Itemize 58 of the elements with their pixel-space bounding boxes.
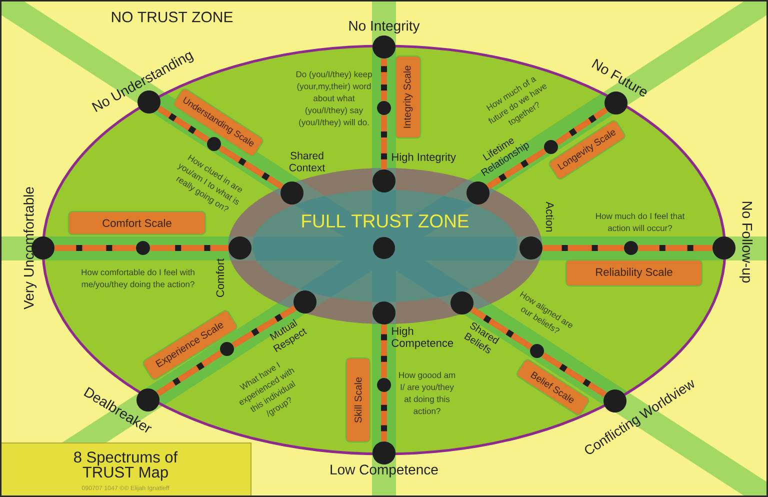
scale-box: Comfort Scale	[68, 210, 206, 236]
spectrum-dot	[136, 241, 150, 255]
scale-box	[516, 359, 590, 416]
scale-box: Skill Scale	[345, 357, 371, 443]
spectrum-line	[381, 324, 387, 378]
question-text: How comfortable do I feel with me/you/they doing the action?	[82, 269, 194, 289]
spectrum-line	[381, 392, 387, 442]
spectrum-dot	[207, 137, 221, 151]
spectrum-dot	[604, 389, 626, 412]
dot-label: High Competence	[392, 326, 454, 350]
spectrum-dot	[530, 344, 544, 358]
zone-label: NO TRUST ZONE	[112, 12, 233, 22]
question-text: How much do I feel that action will occur?	[596, 212, 685, 232]
spectrum-line	[381, 58, 387, 101]
spectrum-line	[542, 244, 624, 251]
dot-label: Action	[546, 202, 554, 232]
spectrum-line	[486, 148, 547, 190]
spectrum-line	[232, 305, 297, 348]
spectrum-line	[150, 244, 228, 251]
dot-label: Comfort	[216, 258, 224, 297]
scale-box	[142, 310, 238, 380]
spectrum-line	[381, 115, 387, 170]
spectrum-line	[156, 350, 223, 396]
spectrum-dot	[372, 170, 396, 192]
spectrum-line	[638, 244, 712, 251]
spectrum-dot	[624, 241, 638, 255]
spectrum-dot	[450, 292, 474, 314]
spectrum-dot	[280, 182, 304, 204]
spectrum-dot	[294, 290, 316, 314]
scale-box: Reliability Scale	[565, 259, 703, 287]
spectrum-dot	[372, 301, 396, 324]
dot-label: High Integrity	[392, 152, 456, 164]
spectrum-dot	[466, 182, 490, 204]
dot-label: No Integrity	[349, 20, 420, 34]
spectrum-dot	[372, 441, 396, 464]
spectrum-dot	[520, 236, 542, 260]
scale-box: Integrity Scale	[394, 55, 422, 139]
spectrum-line	[157, 106, 210, 143]
scale-box	[548, 120, 626, 180]
spectrum-line	[54, 244, 136, 251]
spectrum-dot	[544, 140, 558, 154]
center-dot	[373, 237, 395, 259]
spectrum-line	[470, 306, 533, 350]
question-text: How goood am I/ are you/they at doing this action?	[399, 372, 456, 414]
spectrum-dot	[712, 236, 736, 260]
spectrum-dot	[228, 236, 252, 260]
dot-label: Very Uncomfortable	[23, 187, 37, 310]
spectrum-dot	[372, 36, 396, 58]
dot-label: Low Competence	[330, 464, 438, 478]
spectrum-line	[541, 352, 607, 398]
dot-label: No Follow-up	[739, 202, 753, 283]
spectrum-line	[218, 145, 284, 190]
spectrum-line	[555, 107, 608, 146]
question-text: Do (you/I/they) keep (your,my,their) word about what (you/I/they) say (you/I/they) will do.	[296, 71, 372, 127]
title: 8 Spectrums of TRUST Map	[74, 451, 178, 481]
spectrum-dot	[220, 342, 234, 356]
spectrum-dot	[377, 378, 391, 392]
spectrum-dot	[377, 101, 391, 115]
